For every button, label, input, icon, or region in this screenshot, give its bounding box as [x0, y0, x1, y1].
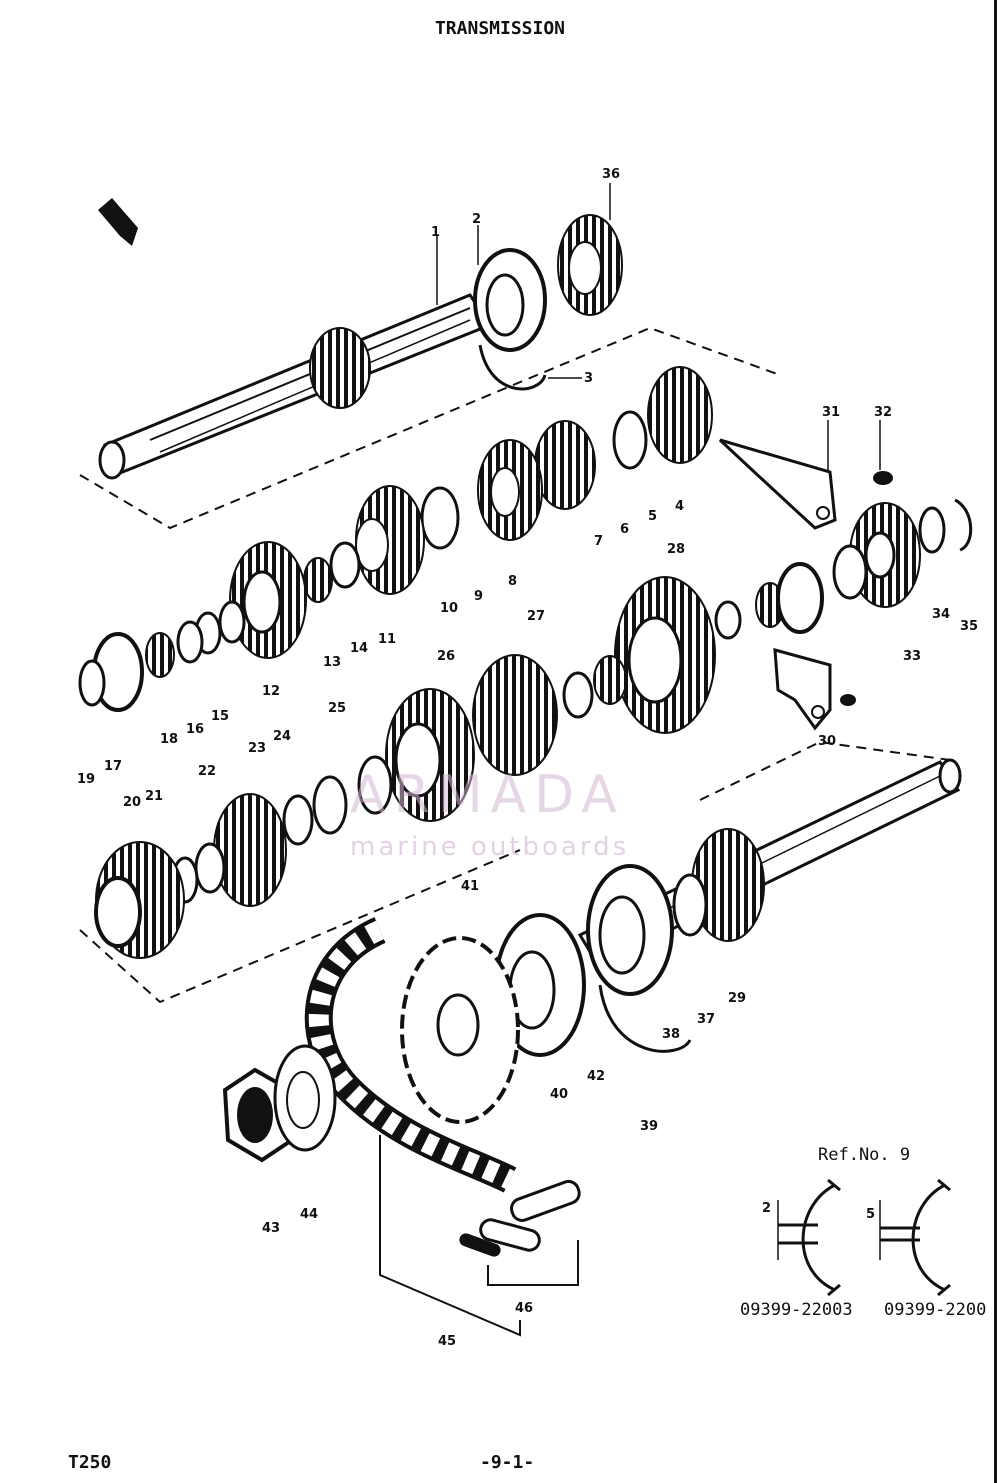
main-shaft [98, 293, 493, 480]
model-code: T250 [68, 1452, 112, 1473]
callout-brackets [379, 1135, 579, 1337]
callout-31: 31 [822, 405, 840, 420]
gear-33 [832, 498, 973, 608]
page-title: TRANSMISSION [434, 18, 566, 39]
callout-34: 34 [932, 607, 950, 622]
leader-lines [436, 183, 881, 470]
callout-2: 2 [472, 212, 481, 227]
page-number: -9-1- [480, 1452, 535, 1473]
callout-45: 45 [438, 1334, 456, 1349]
callout-26: 26 [437, 649, 455, 664]
drive-chain-45 [304, 917, 517, 1193]
callout-3: 3 [584, 371, 593, 386]
reference-label: Ref.No. 9 [818, 1145, 911, 1165]
callout-29: 29 [728, 991, 746, 1006]
callout-28: 28 [667, 542, 685, 557]
ref-9-detail-right [879, 1178, 951, 1297]
callout-33: 33 [903, 649, 921, 664]
callout-6: 6 [620, 522, 629, 537]
screw-32 [873, 471, 893, 485]
callout-41: 41 [461, 879, 479, 894]
callout-12: 12 [262, 684, 280, 699]
callout-39: 39 [640, 1119, 658, 1134]
ref-dim-left: 2 [762, 1201, 771, 1216]
lock-washer-44 [273, 1044, 337, 1152]
lower-gear-row [94, 562, 824, 959]
callout-11: 11 [378, 632, 396, 647]
bracket-31 [718, 438, 837, 530]
page-edge-border [994, 0, 997, 1483]
sprocket-41 [400, 936, 520, 1124]
callout-23: 23 [248, 741, 266, 756]
callout-32: 32 [874, 405, 892, 420]
circlip-3 [478, 344, 547, 391]
callout-17: 17 [104, 759, 122, 774]
part-number-left: 09399-22003 [740, 1300, 853, 1320]
ref-9-detail-left [777, 1178, 841, 1297]
callout-22: 22 [198, 764, 216, 779]
callout-25: 25 [328, 701, 346, 716]
callout-16: 16 [186, 722, 204, 737]
callout-40: 40 [550, 1087, 568, 1102]
callout-14: 14 [350, 641, 368, 656]
callout-20: 20 [123, 795, 141, 810]
bearing-2 [473, 248, 547, 352]
direction-arrow-icon [98, 198, 138, 246]
callout-37: 37 [697, 1012, 715, 1027]
counter-shaft [577, 758, 962, 996]
fork-29 [773, 647, 856, 731]
upper-gear-row [78, 366, 713, 712]
callout-30: 30 [818, 734, 836, 749]
callout-24: 24 [273, 729, 291, 744]
callout-4: 4 [675, 499, 684, 514]
callout-36: 36 [602, 167, 620, 182]
gear-36 [557, 214, 623, 316]
callout-10: 10 [440, 601, 458, 616]
callout-27: 27 [527, 609, 545, 624]
circlip-39 [598, 984, 692, 1053]
callout-44: 44 [300, 1207, 318, 1222]
callout-19: 19 [77, 772, 95, 787]
callout-18: 18 [160, 732, 178, 747]
callout-46: 46 [515, 1301, 533, 1316]
callout-42: 42 [587, 1069, 605, 1084]
watermark-brand: ARMADA [350, 765, 625, 825]
callout-5: 5 [648, 509, 657, 524]
callout-21: 21 [145, 789, 163, 804]
callout-7: 7 [594, 534, 603, 549]
callout-38: 38 [662, 1027, 680, 1042]
part-number-right: 09399-2200 [884, 1300, 987, 1320]
group-frame-upper [79, 326, 951, 1004]
callout-13: 13 [323, 655, 341, 670]
callout-15: 15 [211, 709, 229, 724]
callout-labels: 1 2 3 4 5 6 7 8 9 10 11 12 13 14 15 16 1… [77, 167, 978, 1349]
watermark-tagline: marine outboards [350, 832, 630, 862]
callout-1: 1 [431, 225, 440, 240]
ref-dim-right: 5 [866, 1207, 875, 1222]
callout-43: 43 [262, 1221, 280, 1236]
callout-9: 9 [474, 589, 483, 604]
callout-8: 8 [508, 574, 517, 589]
chain-master-link-46 [459, 1179, 581, 1257]
callout-35: 35 [960, 619, 978, 634]
